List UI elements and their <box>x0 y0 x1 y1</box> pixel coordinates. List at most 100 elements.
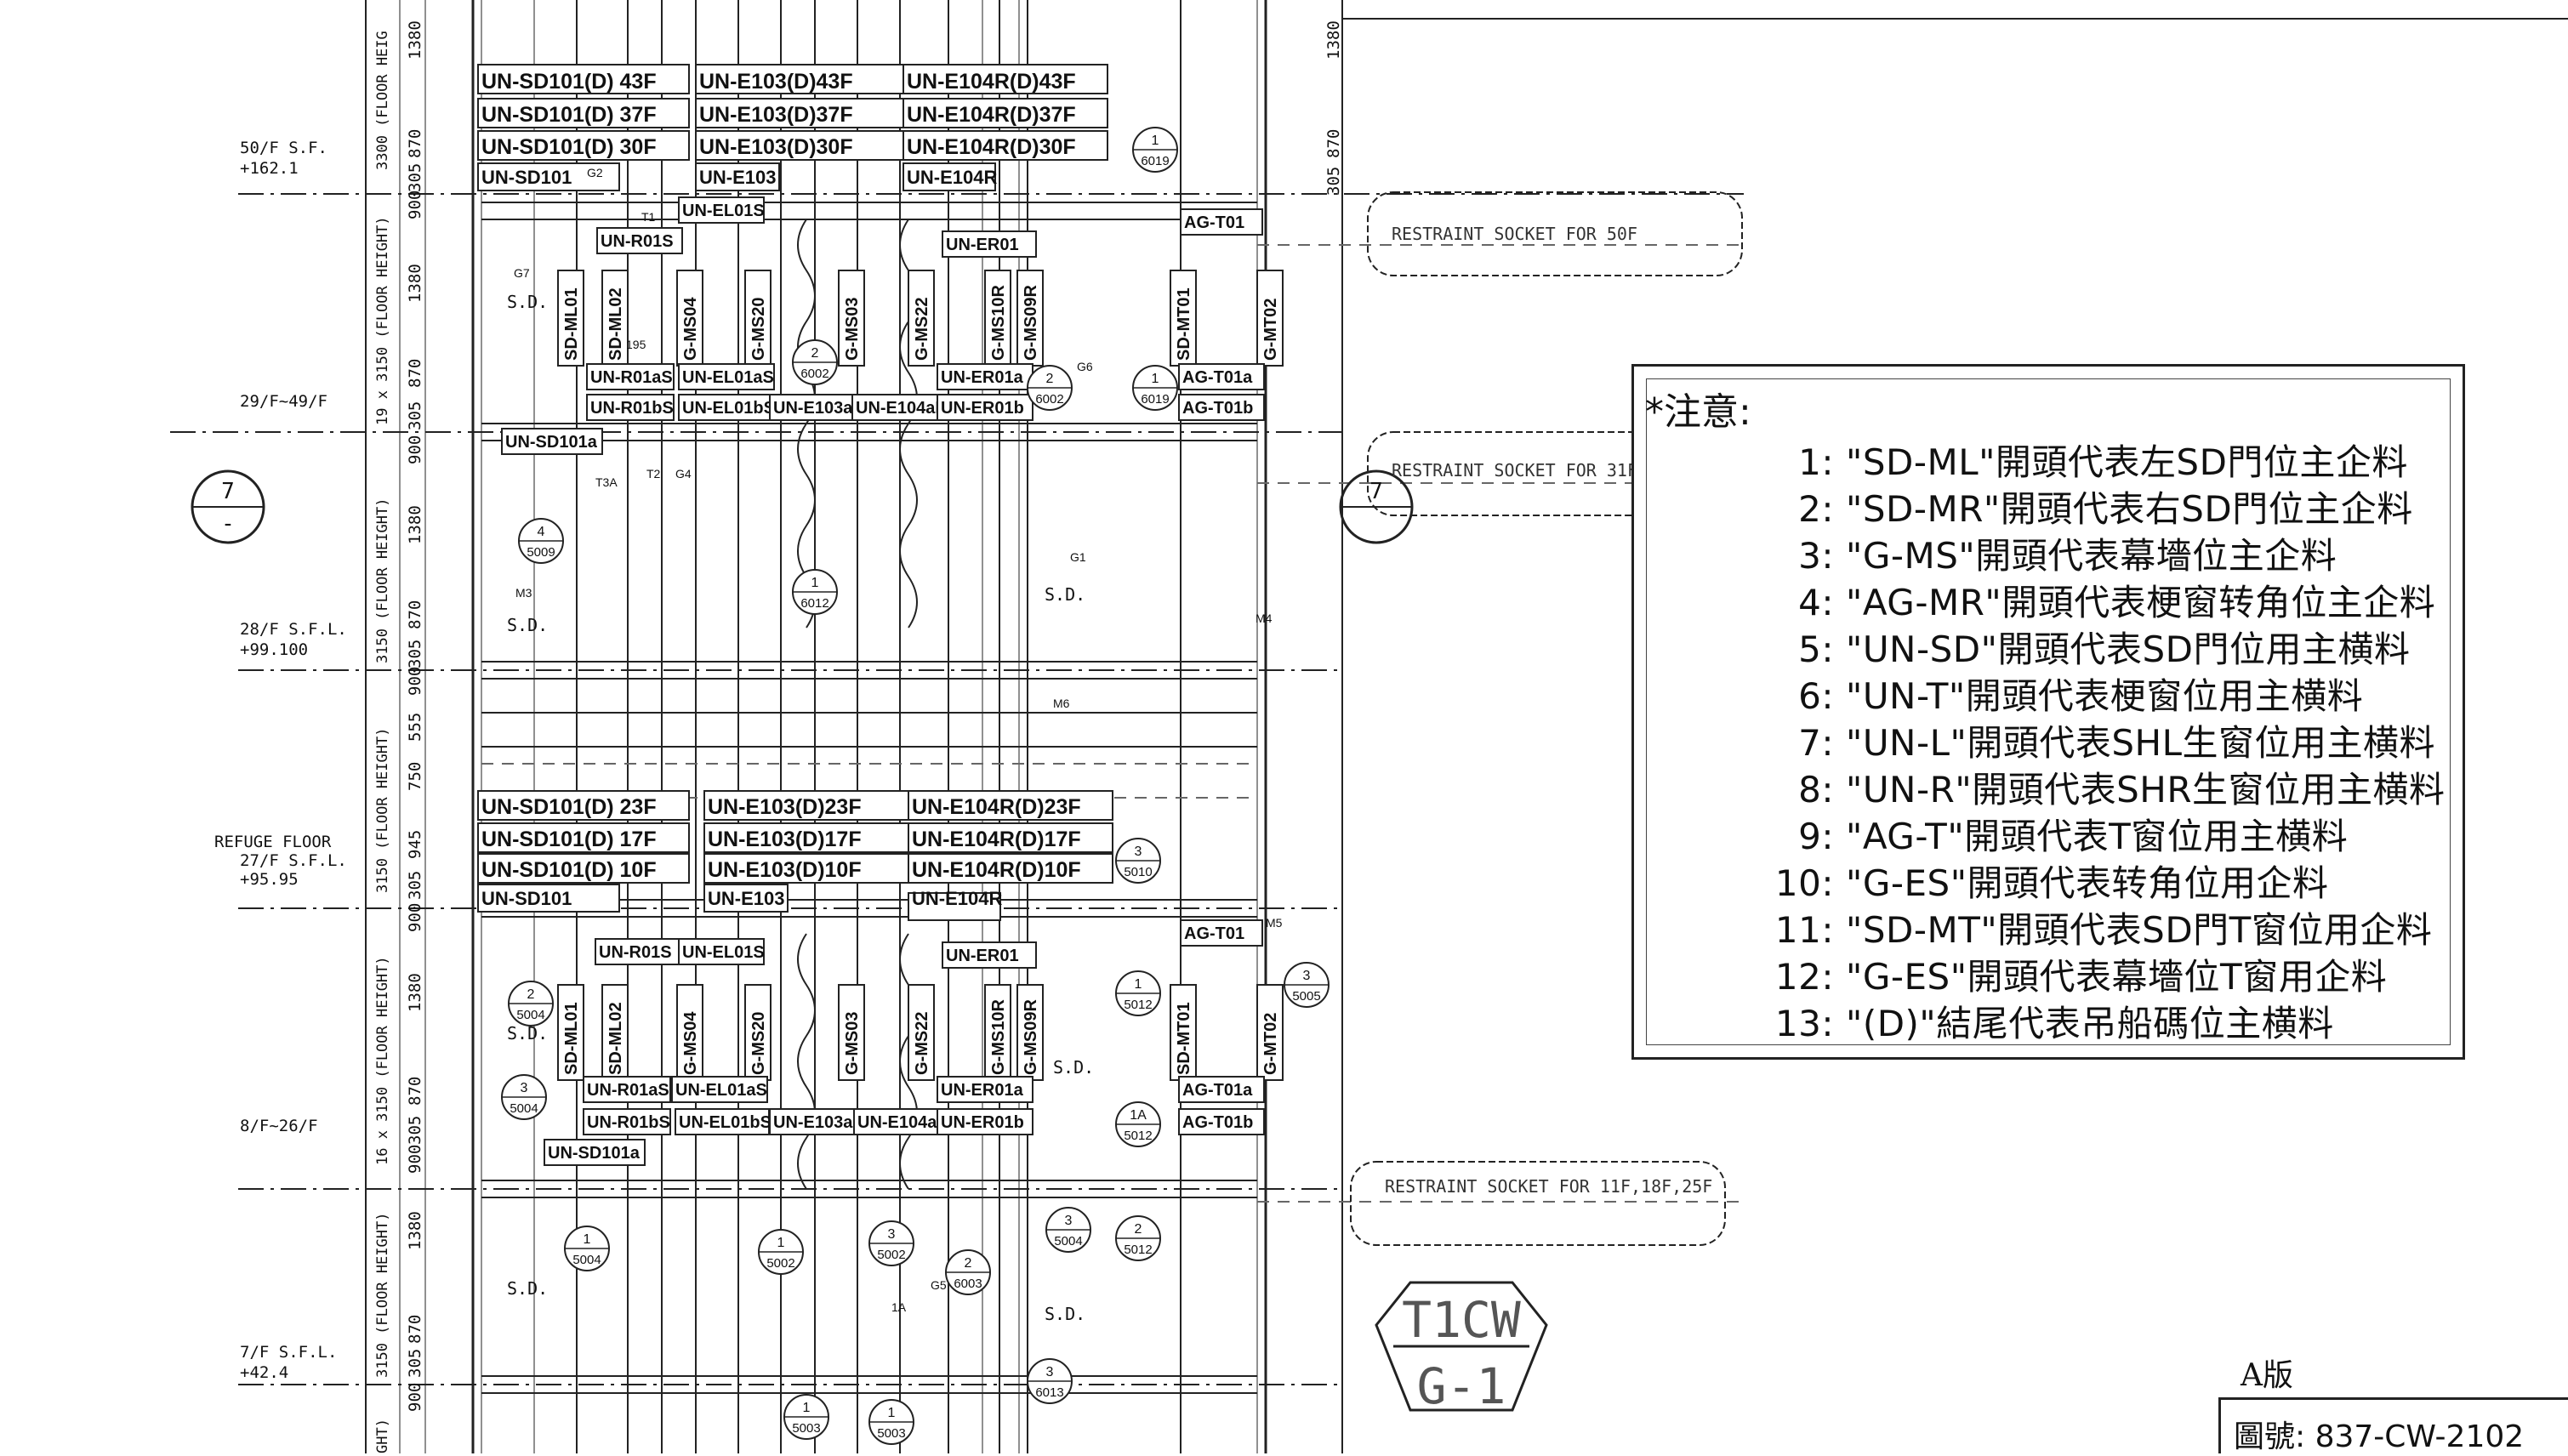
tag-label-box <box>1178 394 1265 421</box>
small-tag: G7 <box>514 266 530 280</box>
sd-label: S.D. <box>507 615 548 635</box>
dimension-value: 305 <box>406 163 424 192</box>
tag-label: UN-E104R <box>912 888 1002 909</box>
tag-label: UN-R01aS <box>590 368 673 387</box>
tag-label: UN-E103(D)23F <box>708 795 862 819</box>
section-marker-number: 7 <box>221 479 235 504</box>
tag-label: AG-T01a <box>1182 368 1253 387</box>
note-number: 5: <box>1798 628 1834 670</box>
small-tag: M5 <box>1266 916 1283 930</box>
panel-mark-code: 6019 <box>1141 154 1169 168</box>
panel-mark-number: 1 <box>888 1406 896 1420</box>
dimension-value: 900 <box>406 667 424 696</box>
note-number: 4: <box>1798 582 1834 623</box>
panel-mark-code: 5003 <box>877 1426 905 1441</box>
panel-mark-number: 1 <box>1152 134 1159 148</box>
panel-mark-code: 5004 <box>572 1253 601 1267</box>
level-value: +99.100 <box>240 640 308 659</box>
tag-label: UN-SD101a <box>505 433 598 452</box>
floor-height-label: 3150 (FLOOR HEIGHT) <box>374 498 391 663</box>
tag-label: UN-EL01S <box>682 943 765 962</box>
note-item: 13:"(D)"結尾代表吊船碼位主横料 <box>1752 995 2334 1047</box>
notes-title: *注意: <box>1645 390 1751 434</box>
mullion-tag: G-MS09R <box>1022 999 1040 1075</box>
mullion-tag-box <box>1016 984 1044 1081</box>
tag-label: UN-SD101 <box>481 888 572 909</box>
panel-mark-number: 3 <box>521 1081 528 1095</box>
tag-label: UN-E104R(D)10F <box>912 858 1081 882</box>
floor-height-label: 3150 (FLOOR HEIGHT) <box>374 1213 391 1378</box>
drawing-number-box <box>2218 1397 2568 1453</box>
panel-mark-number: 2 <box>965 1256 972 1271</box>
dimension-value: 900 <box>406 903 424 932</box>
panel-mark-code: 5012 <box>1124 1129 1152 1143</box>
note-item: 2:"SD-MR"開頭代表右SD門位主企料 <box>1752 481 2413 532</box>
note-number: 7: <box>1798 722 1834 764</box>
mullion-tag-box <box>1170 984 1197 1081</box>
level-label: 8/F~26/F <box>240 1117 318 1135</box>
note-number: 3: <box>1798 535 1834 577</box>
mullion-tag-box <box>1170 270 1197 367</box>
mullion-tag: G-MT02 <box>1261 299 1280 361</box>
small-tag: M6 <box>1053 697 1070 710</box>
tag-label-box <box>583 1108 671 1135</box>
tag-label: UN-SD101(D) 10F <box>481 858 657 882</box>
tag-label-box <box>1178 1076 1265 1103</box>
panel-mark-code: 5005 <box>1292 989 1320 1004</box>
panel-mark-number: 3 <box>1065 1214 1073 1228</box>
tag-label-box <box>937 1076 1033 1103</box>
tag-label-box <box>1180 208 1263 236</box>
dimension-value: 900 <box>406 1383 424 1412</box>
tag-label: AG-T01a <box>1182 1081 1253 1100</box>
dimension-value: 870 <box>1324 129 1343 158</box>
mullion-tag-box <box>838 270 865 367</box>
small-tag: T3A <box>595 475 618 489</box>
tag-label: UN-ER01 <box>946 947 1019 965</box>
sd-label: S.D. <box>507 1278 548 1299</box>
tag-label-box <box>583 1076 671 1103</box>
tag-label: UN-SD101(D) 17F <box>481 828 657 851</box>
dimension-value: 900 <box>406 1145 424 1174</box>
note-text: "AG-MR"開頭代表梗窗转角位主企料 <box>1846 582 2436 623</box>
note-item: 12:"G-ES"開頭代表幕墻位T窗用企料 <box>1752 948 2387 1000</box>
tag-label: UN-R01bS <box>590 399 674 418</box>
mullion-tag-box <box>984 270 1011 367</box>
note-text: "UN-L"開頭代表SHL生窗位用主横料 <box>1846 722 2435 764</box>
panel-mark-number: 3 <box>1303 969 1311 983</box>
tag-label: UN-R01S <box>599 943 672 962</box>
mullion-tag-box <box>601 984 629 1081</box>
mullion-tag: SD-ML01 <box>562 287 581 361</box>
mullion-tag: SD-MT01 <box>1175 1002 1193 1075</box>
note-item: 7: "UN-L"開頭代表SHL生窗位用主横料 <box>1752 714 2435 766</box>
panel-mark-number: 1 <box>777 1236 785 1250</box>
tag-label-box <box>678 363 775 390</box>
section-marker-number: 7 <box>1369 479 1383 504</box>
mullion-tag: G-MS04 <box>681 1011 700 1075</box>
tag-label: UN-R01bS <box>587 1113 670 1132</box>
tag-label-box <box>851 394 945 421</box>
tag-label: UN-SD101(D) 37F <box>481 103 657 127</box>
mullion-tag: G-MS09R <box>1022 285 1040 361</box>
panel-mark-code: 6002 <box>1035 392 1063 407</box>
small-tag: M3 <box>515 586 532 600</box>
note-text: "SD-MT"開頭代表SD門T窗位用企料 <box>1846 909 2433 951</box>
note-text: "G-ES"開頭代表转角位用企料 <box>1846 862 2329 904</box>
tag-label: UN-E104R(D)43F <box>907 70 1076 94</box>
mullion-tag: G-MS10R <box>989 285 1008 361</box>
panel-mark-number: 1 <box>1152 372 1159 386</box>
tag-label: UN-E104aR <box>856 399 948 418</box>
dimension-value: 870 <box>406 1315 424 1344</box>
panel-mark-number: 1 <box>803 1401 811 1415</box>
mullion-tag: SD-ML01 <box>562 1002 581 1075</box>
mullion-tag: G-MS22 <box>913 1012 931 1075</box>
dimension-value: 1380 <box>406 973 424 1012</box>
tag-label: UN-R01aS <box>587 1081 669 1100</box>
tag-label: UN-ER01b <box>941 399 1024 418</box>
level-label: 50/F S.F. <box>240 139 327 157</box>
dimension-value: 305 <box>406 1116 424 1145</box>
tag-label-box <box>1178 363 1265 390</box>
tag-label: UN-E104R(D)23F <box>912 795 1081 819</box>
tag-label-box <box>942 230 1037 258</box>
tag-label: AG-T01b <box>1182 399 1253 418</box>
small-tag: 195 <box>626 338 646 351</box>
